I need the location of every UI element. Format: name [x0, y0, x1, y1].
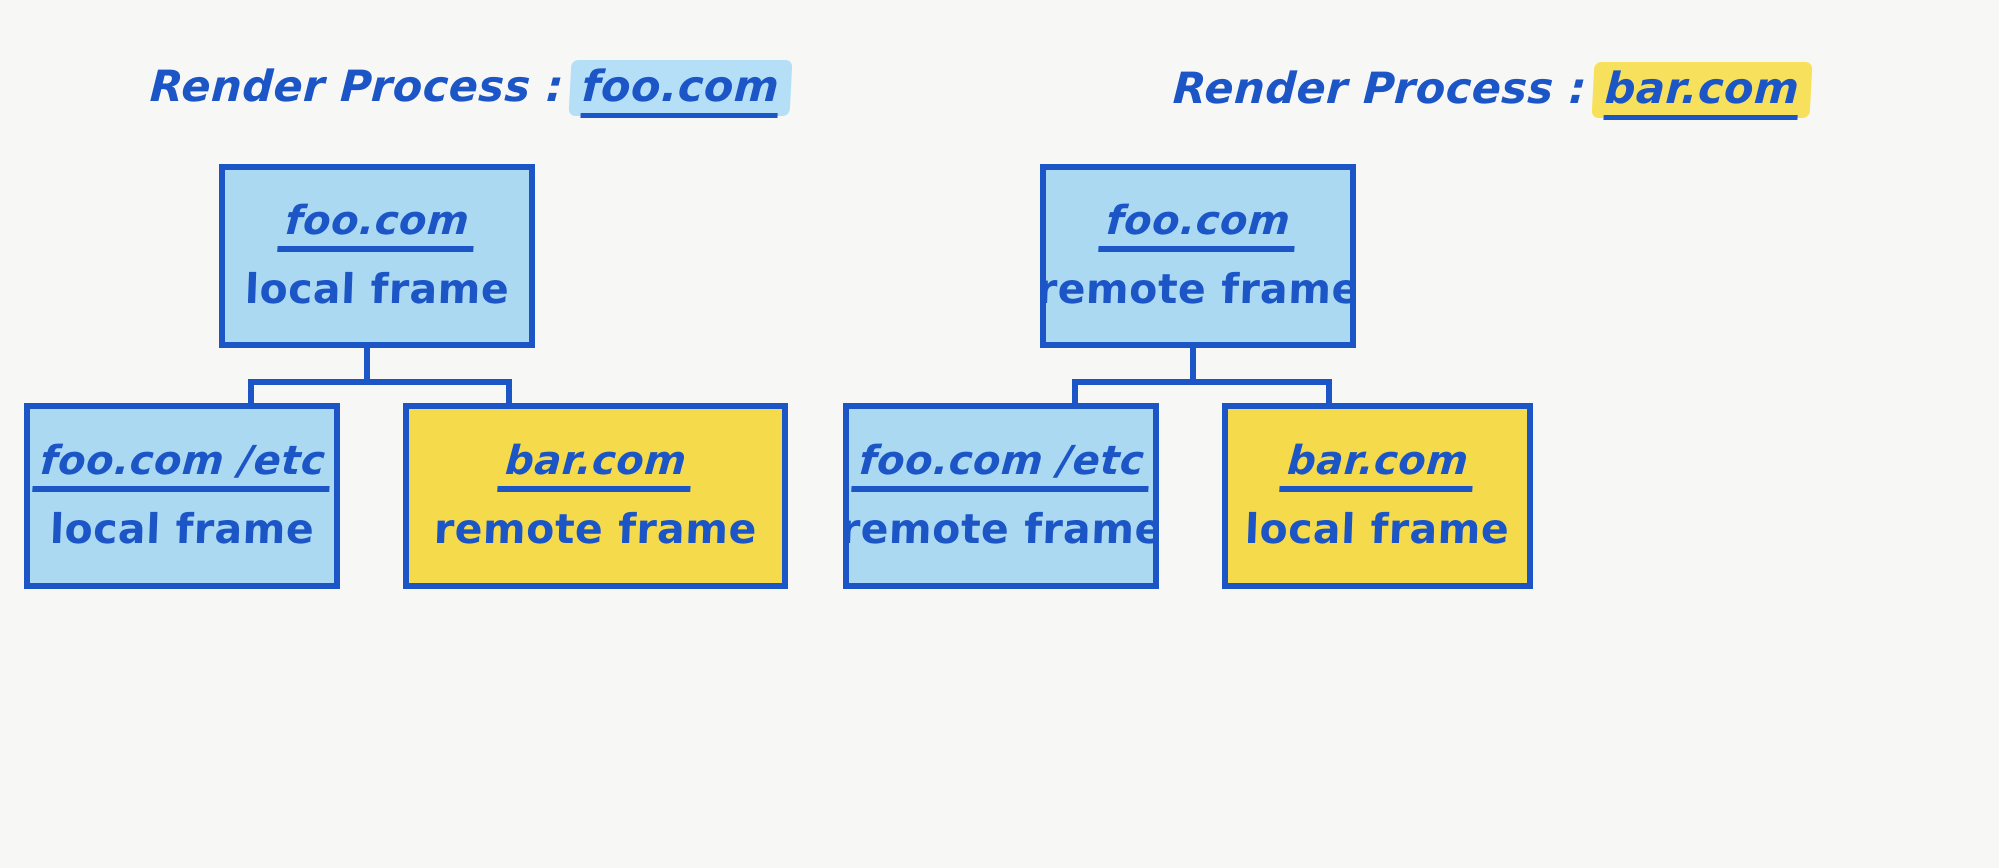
panel-heading-domain-highlight: bar.com — [1591, 62, 1813, 120]
frame-node-kind: remote frame — [1040, 265, 1356, 314]
connector-drop-bar-left — [1072, 379, 1078, 407]
connector-drop-foo-right — [506, 379, 512, 407]
frame-node-domain: bar.com — [1279, 438, 1476, 493]
panel-heading-foo: Render Process : foo.com — [148, 60, 793, 118]
connector-drop-bar-right — [1326, 379, 1332, 407]
panel-heading-domain-highlight: foo.com — [568, 60, 793, 118]
frame-node-domain: bar.com — [497, 438, 694, 493]
connector-crossbar-foo — [248, 379, 512, 385]
frame-node-domain: foo.com /etc — [850, 438, 1152, 493]
connector-crossbar-bar — [1072, 379, 1332, 385]
frame-node-domain: foo.com /etc — [31, 438, 333, 493]
panel-heading-bar: Render Process : bar.com — [1171, 62, 1813, 120]
frame-node-kind: local frame — [244, 265, 510, 314]
frame-node-kind: remote frame — [433, 505, 758, 554]
panel-heading-domain: foo.com — [580, 62, 781, 118]
panel-heading-label: Render Process : — [148, 62, 566, 112]
frame-node-kind: remote frame — [843, 505, 1159, 554]
frame-node-kind: local frame — [49, 505, 315, 554]
frame-node-foo-etc[interactable]: foo.com /etc local frame — [24, 403, 340, 589]
render-process-panel-foo: Render Process : foo.com foo.com local fr… — [24, 60, 793, 589]
frame-node-foo-remote-root[interactable]: foo.com remote frame — [1040, 164, 1356, 348]
panel-heading-label: Render Process : — [1171, 64, 1589, 114]
connector-drop-foo-left — [248, 379, 254, 407]
frame-node-foo-etc-remote[interactable]: foo.com /etc remote frame — [843, 403, 1159, 589]
frame-node-foo-root[interactable]: foo.com local frame — [219, 164, 535, 348]
frame-node-kind: local frame — [1244, 505, 1511, 554]
panel-heading-domain: bar.com — [1603, 64, 1801, 120]
frame-node-domain: foo.com — [277, 198, 477, 253]
frame-node-bar-local[interactable]: bar.com local frame — [1222, 403, 1533, 589]
connector-stem-foo — [364, 347, 370, 385]
frame-node-bar-remote[interactable]: bar.com remote frame — [403, 403, 788, 589]
frame-node-domain: foo.com — [1098, 198, 1298, 253]
connector-stem-bar — [1190, 347, 1196, 385]
